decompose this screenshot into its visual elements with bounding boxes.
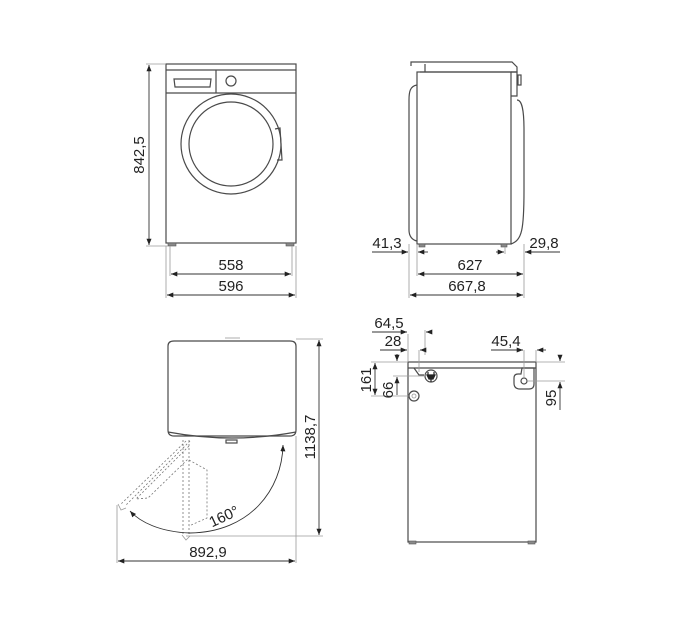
side-rear-offset-label: 41,3 xyxy=(372,235,401,252)
top-view-door-open: 160° 1138,7 892,9 xyxy=(116,337,323,564)
drain-outlet-icon xyxy=(408,390,420,402)
door-outer-ring xyxy=(180,93,282,195)
front-overall-width-label: 596 xyxy=(218,278,243,295)
knob-side xyxy=(517,74,522,86)
side-top xyxy=(410,61,518,73)
side-overall-depth-label: 667,8 xyxy=(448,278,486,295)
side-view: 41,3 29,8 627 667,8 xyxy=(372,61,560,298)
rear-hose-top-label: 95 xyxy=(543,390,560,407)
side-front-offset-label: 29,8 xyxy=(529,235,558,252)
power-plug-icon xyxy=(413,367,438,383)
door-glass xyxy=(188,101,274,187)
foot-left xyxy=(167,242,177,247)
rear-inlet-side-label: 64,5 xyxy=(374,315,403,332)
door-side xyxy=(510,99,525,245)
rear-bulge xyxy=(408,84,418,242)
front-body xyxy=(165,63,297,244)
rear-body xyxy=(407,361,537,543)
rear-hose-side-label: 45,4 xyxy=(491,333,520,350)
top-body xyxy=(167,340,297,437)
door-angle-label: 160° xyxy=(206,503,241,532)
front-feet-width-label: 558 xyxy=(218,257,243,274)
door-open-width-label: 892,9 xyxy=(189,544,227,561)
detergent-drawer xyxy=(173,78,212,88)
side-body xyxy=(416,71,512,245)
rear-view: 64,5 28 161 66 45,4 95 xyxy=(358,315,565,545)
front-view: 842,5 558 596 xyxy=(131,63,297,298)
foot-right xyxy=(285,242,295,247)
side-body-depth-label: 627 xyxy=(457,257,482,274)
program-knob xyxy=(225,75,237,87)
rear-drain-top-label: 66 xyxy=(380,382,397,399)
rear-inlet-top-label: 161 xyxy=(358,367,375,392)
front-height-label: 842,5 xyxy=(131,136,148,174)
rear-drain-side-label: 28 xyxy=(385,333,402,350)
door-open-depth-label: 1138,7 xyxy=(302,415,319,460)
door-handle xyxy=(274,127,283,161)
